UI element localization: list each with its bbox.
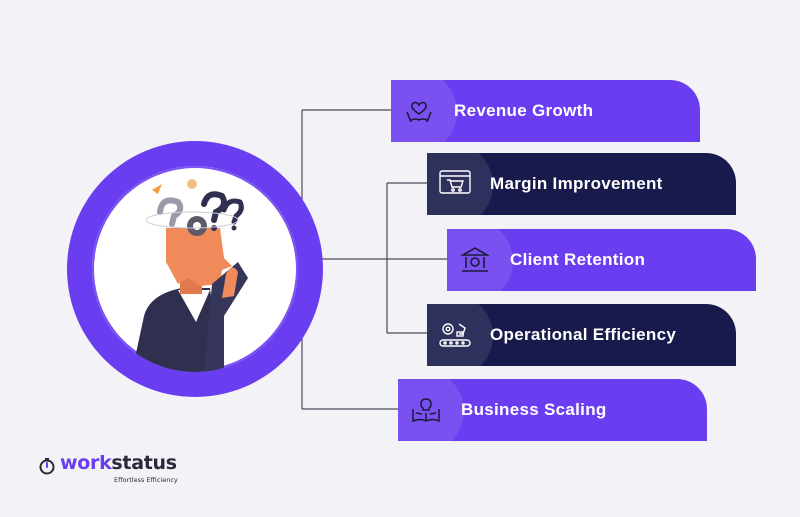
thinking-person-icon xyxy=(132,179,248,372)
book-lightbulb-icon xyxy=(409,393,443,427)
central-circle xyxy=(92,166,298,372)
card-margin-improvement: Margin Improvement xyxy=(427,153,736,215)
card-label: Operational Efficiency xyxy=(490,325,677,344)
card-label: Business Scaling xyxy=(461,400,607,419)
card-revenue-growth: Revenue Growth xyxy=(391,80,700,142)
stopwatch-icon xyxy=(39,458,55,475)
card-label: Client Retention xyxy=(510,250,646,269)
bank-icon xyxy=(458,243,492,277)
workstatus-logo: workstatus Effortless Efficiency xyxy=(38,452,198,492)
logo-wordmark: workstatus xyxy=(60,452,177,474)
hand-heart-icon xyxy=(402,94,436,128)
card-label: Margin Improvement xyxy=(490,174,663,193)
conveyor-gear-icon xyxy=(438,318,472,352)
card-business-scaling: Business Scaling xyxy=(398,379,707,441)
card-label: Revenue Growth xyxy=(454,101,594,120)
card-operational-efficiency: Operational Efficiency xyxy=(427,304,736,366)
logo-tagline: Effortless Efficiency xyxy=(114,476,178,484)
card-client-retention: Client Retention xyxy=(447,229,756,291)
shopping-cart-icon xyxy=(438,167,472,201)
